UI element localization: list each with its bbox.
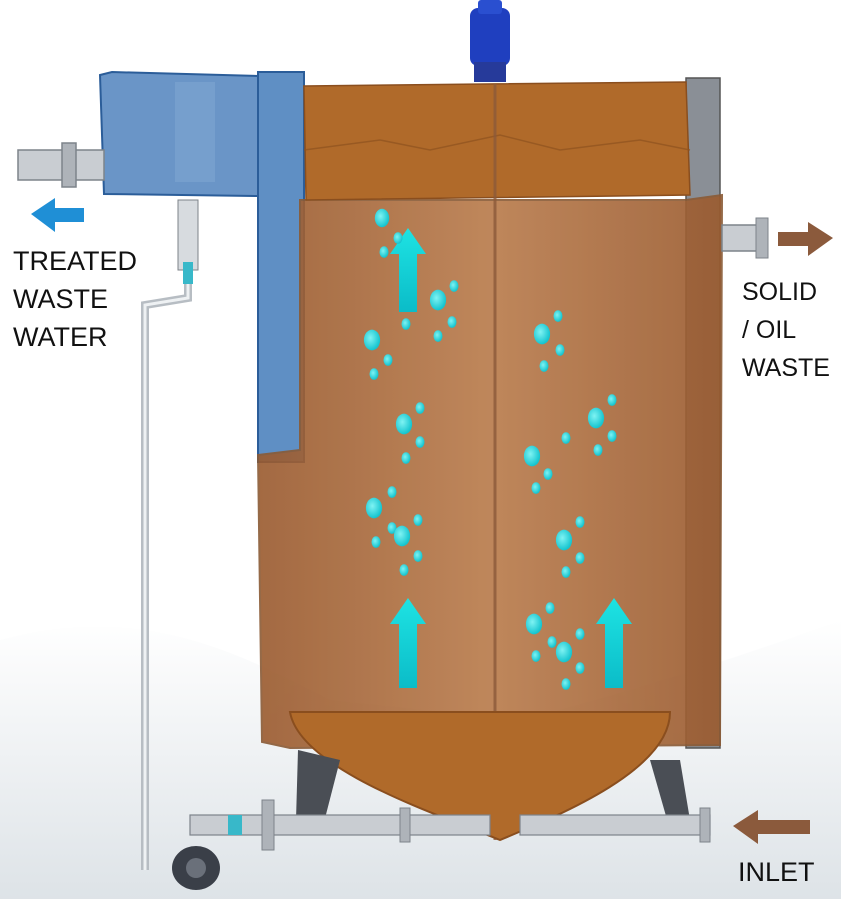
air-bubble-icon xyxy=(575,662,585,674)
air-bubble-icon xyxy=(433,330,443,342)
air-bubble-icon xyxy=(374,208,390,228)
support-legs xyxy=(296,750,690,830)
air-bubble-icon xyxy=(387,522,397,534)
sludge-layer-top xyxy=(303,81,691,201)
arrow-left-icon xyxy=(31,198,84,232)
air-bubble-icon xyxy=(365,497,383,519)
air-bubbles xyxy=(363,208,617,690)
air-bubble-icon xyxy=(555,344,565,356)
solid-label-line: / OIL xyxy=(742,316,797,344)
arrow-up-icon xyxy=(390,598,426,688)
air-bubble-icon xyxy=(415,402,425,414)
air-bubble-icon xyxy=(547,636,557,648)
air-bubble-icon xyxy=(561,678,571,690)
air-bubble-icon xyxy=(555,529,573,551)
air-bubble-icon xyxy=(369,368,379,380)
pump-icon xyxy=(172,846,220,890)
air-bubble-icon xyxy=(575,516,585,528)
air-bubble-icon xyxy=(531,650,541,662)
air-bubble-icon xyxy=(607,430,617,442)
air-bubble-icon xyxy=(575,552,585,564)
air-bubble-icon xyxy=(587,407,605,429)
air-bubble-icon xyxy=(531,482,541,494)
air-bubble-icon xyxy=(371,536,381,548)
air-bubble-icon xyxy=(533,323,551,345)
air-bubble-icon xyxy=(523,445,541,467)
treated-waste-water-label: TREATED WASTE WATER xyxy=(13,242,137,356)
solid-label-line: SOLID xyxy=(742,278,818,306)
air-bubble-icon xyxy=(555,641,573,663)
air-bubble-icon xyxy=(543,468,553,480)
blue-column xyxy=(257,71,305,463)
air-bubble-icon xyxy=(413,514,423,526)
air-bubble-icon xyxy=(447,316,457,328)
air-bubble-icon xyxy=(525,613,543,635)
solid-oil-waste-label: SOLID / OIL WASTE xyxy=(742,273,830,387)
air-bubble-icon xyxy=(561,432,571,444)
treated-label-line: WASTE xyxy=(13,284,109,314)
air-bubble-icon xyxy=(449,280,459,292)
air-bubble-icon xyxy=(399,564,409,576)
air-bubble-icon xyxy=(393,525,411,547)
air-bubble-icon xyxy=(561,566,571,578)
solid-label-line: WASTE xyxy=(742,354,830,382)
air-bubble-icon xyxy=(379,246,389,258)
air-bubble-icon xyxy=(539,360,549,372)
tank-body xyxy=(256,193,724,750)
air-bubble-icon xyxy=(553,310,563,322)
air-bubble-icon xyxy=(607,394,617,406)
arrow-left-icon xyxy=(733,810,810,844)
air-bubble-icon xyxy=(401,318,411,330)
air-bubble-icon xyxy=(363,329,381,351)
treated-label-line: WATER xyxy=(13,322,108,352)
treated-label-line: TREATED xyxy=(13,246,138,276)
air-bubble-icon xyxy=(413,550,423,562)
arrow-right-icon xyxy=(778,222,833,256)
air-bubble-icon xyxy=(415,436,425,448)
arrow-up-icon xyxy=(596,598,632,688)
motor-icon xyxy=(470,0,510,82)
air-bubble-icon xyxy=(429,289,447,311)
inlet-label: INLET xyxy=(738,857,815,887)
air-bubble-icon xyxy=(593,444,603,456)
air-bubble-icon xyxy=(393,232,403,244)
inlet-pipe-assembly xyxy=(189,799,711,851)
flow-arrows xyxy=(390,228,632,688)
air-bubble-icon xyxy=(575,628,585,640)
air-bubble-icon xyxy=(395,413,413,435)
air-bubble-icon xyxy=(401,452,411,464)
air-bubble-icon xyxy=(545,602,555,614)
air-bubble-icon xyxy=(387,486,397,498)
air-bubble-icon xyxy=(383,354,393,366)
treated-outlet-pipe xyxy=(17,149,105,181)
arrow-up-icon xyxy=(390,228,426,312)
